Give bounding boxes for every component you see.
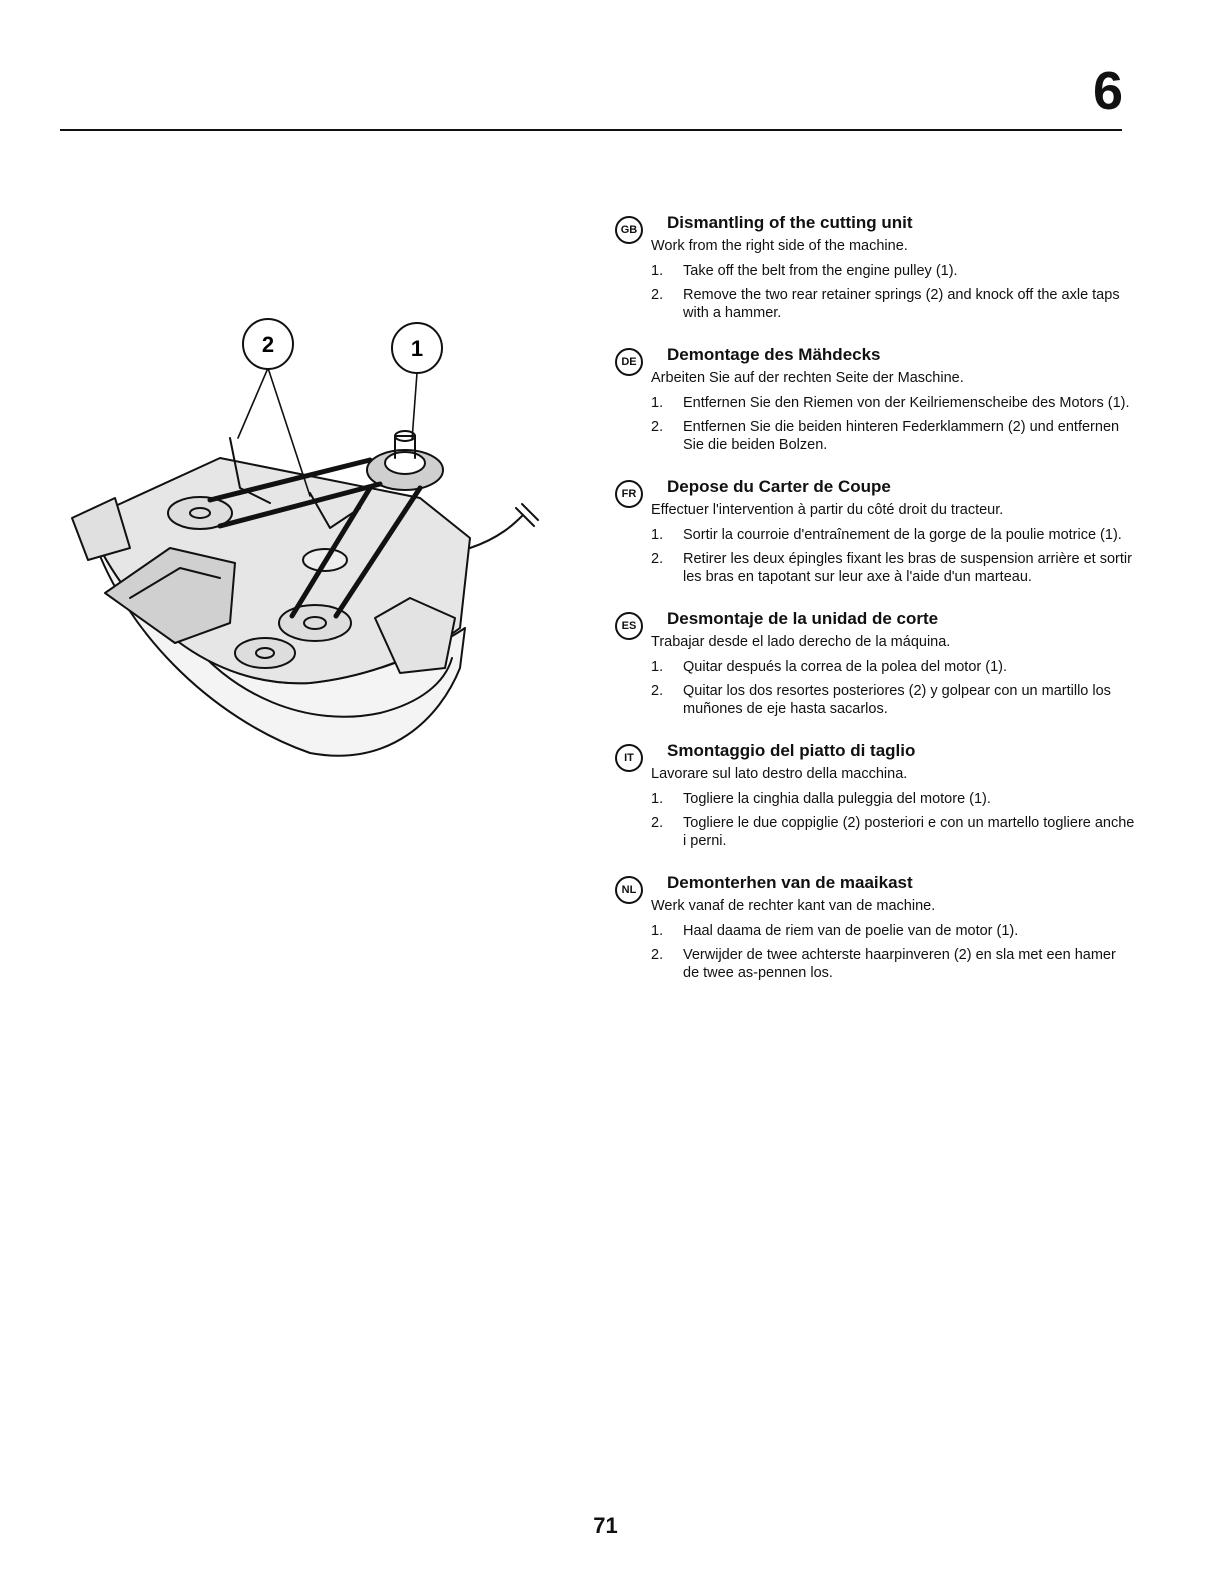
section-gb: GB Dismantling of the cutting unit Work … [615, 212, 1135, 322]
language-badge-nl: NL [615, 876, 643, 904]
blade-pulley-lower [234, 637, 296, 669]
step-list: 1. Haal daama de riem van de poelie van d… [651, 922, 1135, 982]
step-text: Togliere la cinghia dalla puleggia del m… [683, 791, 991, 807]
language-badge-gb: GB [615, 216, 643, 244]
section-intro: Trabajar desde el lado derecho de la máq… [651, 634, 951, 650]
step-list: 1. Togliere la cinghia dalla puleggia del… [651, 790, 1135, 850]
language-badge-de: DE [615, 348, 643, 376]
step-text: Sortir la courroie d'entraînement de la … [683, 527, 1122, 543]
discharge-chute [104, 547, 236, 644]
callout-2: 2 [242, 318, 294, 370]
step-list: 1. Quitar después la correa de la polea d… [651, 658, 1135, 718]
step-number: 2. [651, 551, 664, 567]
step-text: Haal daama de riem van de poelie van de … [683, 923, 1019, 939]
header-rule [60, 129, 1122, 131]
section-heading: Demontage des Mähdecks [667, 345, 881, 364]
step-item: 1. Togliere la cinghia dalla puleggia del… [651, 790, 1135, 808]
section-nl: NL Demonterhen van de maaikast Werk vana… [615, 872, 1135, 982]
section-intro: Arbeiten Sie auf der rechten Seite der M… [651, 370, 964, 386]
section-intro: Work from the right side of the machine. [651, 238, 908, 254]
step-item: 2. Quitar los dos resortes posteriores (2… [651, 682, 1135, 718]
step-number: 1. [651, 659, 664, 675]
cable [469, 515, 523, 549]
language-badge-it: IT [615, 744, 643, 772]
instructions-column: GB Dismantling of the cutting unit Work … [615, 212, 1135, 1004]
step-list: 1. Entfernen Sie den Riemen von der Keilr… [651, 394, 1135, 454]
section-intro: Effectuer l'intervention à partir du côt… [651, 502, 1004, 518]
step-item: 2. Remove the two rear retainer springs (… [651, 286, 1135, 322]
step-number: 2. [651, 947, 664, 963]
step-item: 2. Verwijder de twee achterste haarpinver… [651, 946, 1135, 982]
drive-belt [207, 457, 423, 619]
section-it: IT Smontaggio del piatto di taglio Lavor… [615, 740, 1135, 850]
section-fr: FR Depose du Carter de Coupe Effectuer l… [615, 476, 1135, 586]
section-intro: Werk vanaf de rechter kant van de machin… [651, 898, 936, 914]
section-heading: Smontaggio del piatto di taglio [667, 741, 916, 760]
step-item: 2. Retirer les deux épingles fixant les b… [651, 550, 1135, 586]
step-number: 1. [651, 791, 664, 807]
callout-2-label: 2 [262, 332, 274, 357]
step-number: 1. [651, 527, 664, 543]
step-number: 2. [651, 815, 664, 831]
step-text: Verwijder de twee achterste haarpinveren… [683, 947, 1116, 981]
step-number: 2. [651, 683, 664, 699]
deck-rim [179, 627, 453, 718]
step-item: 1. Quitar después la correa de la polea d… [651, 658, 1135, 676]
step-list: 1. Take off the belt from the engine pull… [651, 262, 1135, 322]
section-de: DE Demontage des Mähdecks Arbeiten Sie a… [615, 344, 1135, 454]
blade-pulley-left [167, 496, 233, 530]
callout-2-leader [237, 367, 311, 497]
callout-1: 1 [391, 322, 443, 374]
section-heading: Depose du Carter de Coupe [667, 477, 891, 496]
step-text: Togliere le due coppiglie (2) posteriori… [683, 815, 1135, 849]
step-text: Retirer les deux épingles fixant les bra… [683, 551, 1132, 585]
step-item: 2. Entfernen Sie die beiden hinteren Fede… [651, 418, 1135, 454]
callout-1-label: 1 [411, 336, 423, 361]
section-heading: Dismantling of the cutting unit [667, 213, 913, 232]
step-number: 1. [651, 263, 664, 279]
section-es: ES Desmontaje de la unidad de corte Trab… [615, 608, 1135, 718]
language-badge-es: ES [615, 612, 643, 640]
step-item: 1. Haal daama de riem van de poelie van d… [651, 922, 1135, 940]
step-list: 1. Sortir la courroie d'entraînement de l… [651, 526, 1135, 586]
step-text: Entfernen Sie den Riemen von der Keilrie… [683, 395, 1130, 411]
retainer-arm-left [229, 437, 271, 504]
left-bracket [71, 497, 131, 561]
language-badge-fr: FR [615, 480, 643, 508]
step-item: 2. Togliere le due coppiglie (2) posterio… [651, 814, 1135, 850]
step-text: Remove the two rear retainer springs (2)… [683, 287, 1120, 321]
section-heading: Demonterhen van de maaikast [667, 873, 913, 892]
step-item: 1. Take off the belt from the engine pull… [651, 262, 1135, 280]
belt-cover [374, 597, 456, 674]
step-item: 1. Entfernen Sie den Riemen von der Keilr… [651, 394, 1135, 412]
mower-deck-illustration: 2 1 [60, 298, 550, 768]
callout-1-leader [411, 372, 418, 441]
section-heading: Desmontaje de la unidad de corte [667, 609, 939, 628]
section-intro: Lavorare sul lato destro della macchina. [651, 766, 908, 782]
step-number: 2. [651, 419, 664, 435]
step-number: 1. [651, 395, 664, 411]
chapter-number: 6 [1092, 61, 1123, 121]
page-number: 71 [593, 1513, 618, 1538]
step-item: 1. Sortir la courroie d'entraînement de l… [651, 526, 1135, 544]
blade-pulley-center [278, 604, 352, 642]
step-text: Quitar los dos resortes posteriores (2) … [683, 683, 1111, 717]
step-text: Quitar después la correa de la polea del… [683, 659, 1008, 675]
step-number: 1. [651, 923, 664, 939]
retainer-arm-right [309, 492, 361, 529]
mower-deck-drawing: 2 1 [71, 318, 539, 757]
step-text: Entfernen Sie die beiden hinteren Federk… [683, 419, 1120, 453]
step-number: 2. [651, 287, 664, 303]
step-text: Take off the belt from the engine pulley… [683, 263, 958, 279]
